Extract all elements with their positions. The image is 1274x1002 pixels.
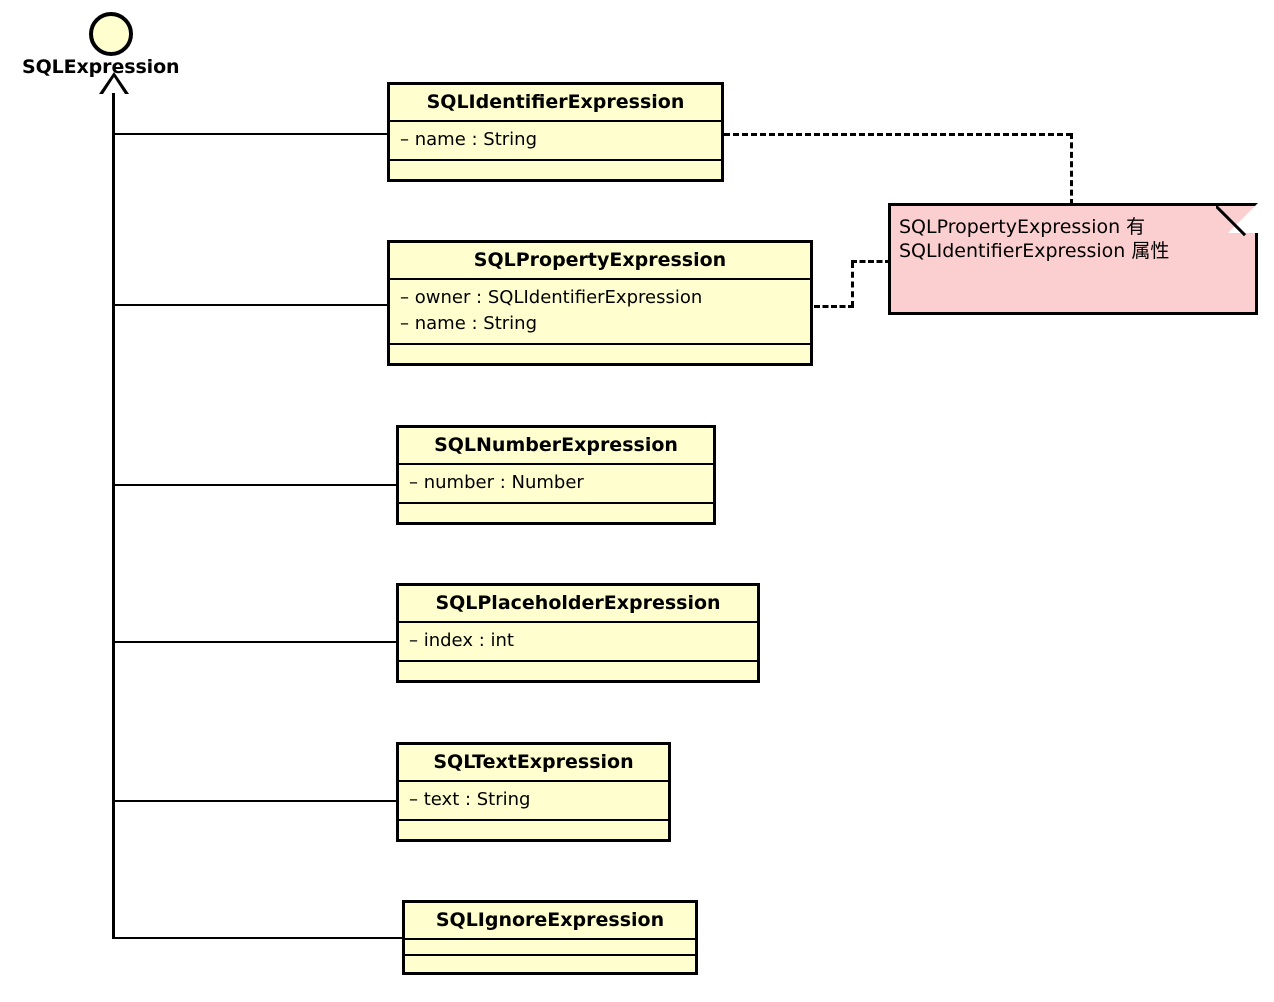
class-separator (399, 660, 757, 662)
class-attributes: – name : String (400, 129, 537, 150)
class-box-sqlignoreexpression[interactable]: SQLIgnoreExpression (402, 900, 698, 975)
generalization-branch-1 (112, 133, 389, 135)
class-attributes: – index : int (409, 630, 514, 651)
class-separator (405, 938, 695, 940)
generalization-arrowhead-fill (103, 77, 125, 94)
note-line-1: SQLPropertyExpression 有 (899, 216, 1146, 238)
class-name: SQLIdentifierExpression (426, 91, 685, 113)
generalization-branch-5 (112, 800, 397, 802)
class-separator (399, 463, 713, 465)
class-name: SQLTextExpression (433, 751, 634, 773)
uml-note[interactable]: SQLPropertyExpression 有 SQLIdentifierExp… (888, 203, 1258, 315)
class-operations (405, 956, 695, 972)
class-attributes (405, 940, 695, 954)
note-link-2-horizontal-lower (814, 305, 854, 308)
interface-circle-icon (89, 12, 133, 56)
generalization-branch-3 (112, 484, 397, 486)
class-separator (399, 819, 668, 821)
generalization-trunk-line (112, 93, 115, 938)
class-separator (390, 278, 810, 280)
class-separator (399, 780, 668, 782)
class-separator (399, 502, 713, 504)
class-name: SQLNumberExpression (434, 434, 678, 456)
note-link-1-horizontal (724, 133, 1072, 136)
interface-label: SQLExpression (22, 56, 180, 78)
class-operations (390, 161, 721, 179)
note-link-2-vertical (851, 262, 854, 307)
class-separator (390, 159, 721, 161)
class-operations (399, 504, 713, 522)
class-operations (399, 662, 757, 680)
class-separator (405, 954, 695, 956)
class-separator (390, 120, 721, 122)
note-line-2: SQLIdentifierExpression 属性 (899, 240, 1170, 262)
class-operations (399, 821, 668, 839)
class-box-sqlidentifierexpression[interactable]: SQLIdentifierExpression – name : String (387, 82, 724, 182)
class-attributes: – owner : SQLIdentifierExpression – name… (390, 280, 810, 343)
class-attribute-row: – owner : SQLIdentifierExpression (400, 287, 703, 308)
class-separator (399, 621, 757, 623)
class-name: SQLPlaceholderExpression (435, 592, 721, 614)
class-operations (390, 345, 810, 363)
class-attribute-row: – name : String (400, 313, 537, 334)
class-attributes: – number : Number (409, 472, 584, 493)
class-attributes: – text : String (409, 789, 531, 810)
class-box-sqlnumberexpression[interactable]: SQLNumberExpression – number : Number (396, 425, 716, 525)
class-name: SQLIgnoreExpression (435, 909, 665, 931)
class-name: SQLPropertyExpression (473, 249, 727, 271)
generalization-branch-2 (112, 304, 389, 306)
generalization-branch-4 (112, 641, 397, 643)
generalization-branch-6 (112, 937, 402, 939)
class-box-sqltextexpression[interactable]: SQLTextExpression – text : String (396, 742, 671, 842)
note-link-1-vertical (1070, 133, 1073, 205)
class-box-sqlpropertyexpression[interactable]: SQLPropertyExpression – owner : SQLIdent… (387, 240, 813, 366)
note-link-2-horizontal-upper (851, 260, 891, 263)
class-separator (390, 343, 810, 345)
class-box-sqlplaceholderexpression[interactable]: SQLPlaceholderExpression – index : int (396, 583, 760, 683)
